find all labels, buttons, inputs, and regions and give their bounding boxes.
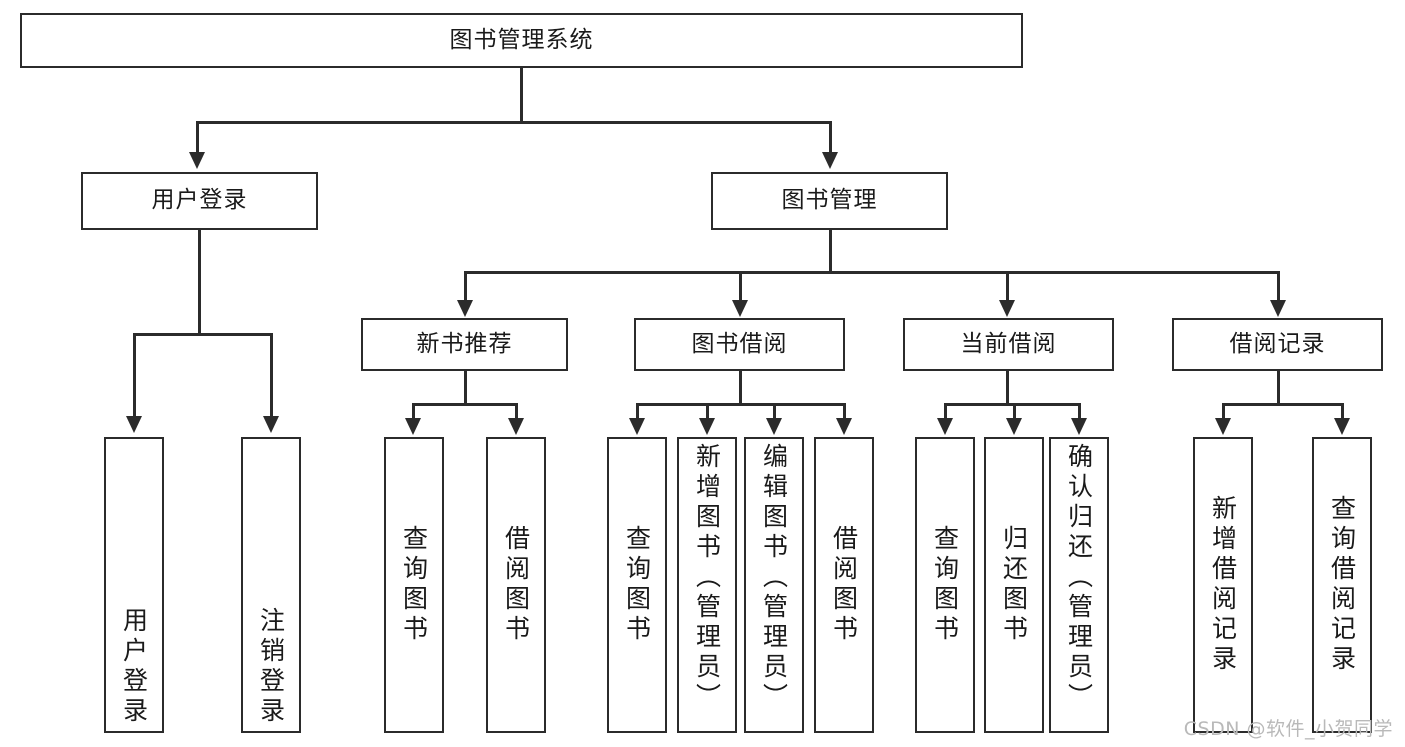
node-root-book-management-system[interactable]: 图书管理系统 (20, 13, 1023, 68)
connector-new-book-bus (412, 403, 517, 406)
node-borrow-records[interactable]: 借阅记录 (1172, 318, 1383, 371)
node-new-book-recommend[interactable]: 新书推荐 (361, 318, 568, 371)
leaf-cb-query-books[interactable]: 查询图书 (915, 437, 975, 733)
connector-user-login-stem (198, 230, 201, 335)
arrowhead-new-book-recommend (457, 300, 473, 317)
connector-drop-cb-leaf-2 (1013, 403, 1016, 420)
connector-book-borrow-bus (636, 403, 844, 406)
connector-current-borrow-bus (944, 403, 1079, 406)
arrowhead-bb-leaf-1 (629, 418, 645, 435)
connector-book-management-stem (829, 230, 832, 274)
connector-drop-logout-leaf (270, 333, 273, 418)
connector-level3-bus (464, 271, 1277, 274)
node-user-login[interactable]: 用户登录 (81, 172, 318, 230)
connector-drop-nbr-leaf-2 (515, 403, 518, 420)
connector-drop-new-book (464, 271, 467, 303)
arrowhead-logout-leaf (263, 416, 279, 433)
leaf-nbr-query-books[interactable]: 查询图书 (384, 437, 444, 733)
arrowhead-br-leaf-2 (1334, 418, 1350, 435)
connector-borrow-records-stem (1277, 371, 1280, 405)
arrowhead-bb-leaf-2 (699, 418, 715, 435)
arrowhead-cb-leaf-3 (1071, 418, 1087, 435)
node-book-management[interactable]: 图书管理 (711, 172, 948, 230)
connector-drop-br-leaf-2 (1341, 403, 1344, 420)
connector-level2-drop-user-login (196, 121, 199, 156)
leaf-bb-borrow-books[interactable]: 借阅图书 (814, 437, 874, 733)
leaf-user-login[interactable]: 用户登录 (104, 437, 164, 733)
leaf-nbr-borrow-books[interactable]: 借阅图书 (486, 437, 546, 733)
connector-drop-nbr-leaf-1 (412, 403, 415, 420)
connector-user-login-bus (133, 333, 272, 336)
connector-level2-bus (196, 121, 831, 124)
arrowhead-borrow-records (1270, 300, 1286, 317)
connector-drop-bb-leaf-3 (773, 403, 776, 420)
leaf-bb-edit-book-admin[interactable]: 编辑图书（管理员） (744, 437, 804, 733)
connector-drop-user-login-leaf (133, 333, 136, 418)
arrowhead-user-login-leaf (126, 416, 142, 433)
arrowhead-user-login (189, 152, 205, 169)
leaf-cb-return-books[interactable]: 归还图书 (984, 437, 1044, 733)
arrowhead-nbr-leaf-1 (405, 418, 421, 435)
arrowhead-cb-leaf-1 (937, 418, 953, 435)
leaf-bb-add-book-admin[interactable]: 新增图书（管理员） (677, 437, 737, 733)
leaf-cb-confirm-return-admin[interactable]: 确认归还（管理员） (1049, 437, 1109, 733)
arrowhead-current-borrow (999, 300, 1015, 317)
connector-drop-bb-leaf-4 (843, 403, 846, 420)
leaf-bb-query-books[interactable]: 查询图书 (607, 437, 667, 733)
node-book-borrow[interactable]: 图书借阅 (634, 318, 845, 371)
connector-drop-cb-leaf-3 (1078, 403, 1081, 420)
arrowhead-book-management (822, 152, 838, 169)
watermark-text: CSDN @软件_小贺同学 (1183, 718, 1393, 740)
connector-drop-bb-leaf-2 (706, 403, 709, 420)
arrowhead-bb-leaf-4 (836, 418, 852, 435)
arrowhead-book-borrow (732, 300, 748, 317)
connector-drop-cb-leaf-1 (944, 403, 947, 420)
node-current-borrow[interactable]: 当前借阅 (903, 318, 1114, 371)
arrowhead-cb-leaf-2 (1006, 418, 1022, 435)
leaf-logout[interactable]: 注销登录 (241, 437, 301, 733)
leaf-br-add-record[interactable]: 新增借阅记录 (1193, 437, 1253, 733)
arrowhead-bb-leaf-3 (766, 418, 782, 435)
connector-drop-br-leaf-1 (1222, 403, 1225, 420)
connector-book-borrow-stem (739, 371, 742, 405)
connector-current-borrow-stem (1006, 371, 1009, 405)
arrowhead-br-leaf-1 (1215, 418, 1231, 435)
connector-drop-current-borrow (1006, 271, 1009, 303)
connector-root-stem (520, 68, 523, 121)
connector-borrow-records-bus (1222, 403, 1343, 406)
connector-level2-drop-book-management (829, 121, 832, 156)
connector-drop-bb-leaf-1 (636, 403, 639, 420)
connector-drop-borrow-records (1277, 271, 1280, 303)
arrowhead-nbr-leaf-2 (508, 418, 524, 435)
leaf-br-query-record[interactable]: 查询借阅记录 (1312, 437, 1372, 733)
connector-drop-book-borrow (739, 271, 742, 303)
connector-new-book-stem (464, 371, 467, 405)
